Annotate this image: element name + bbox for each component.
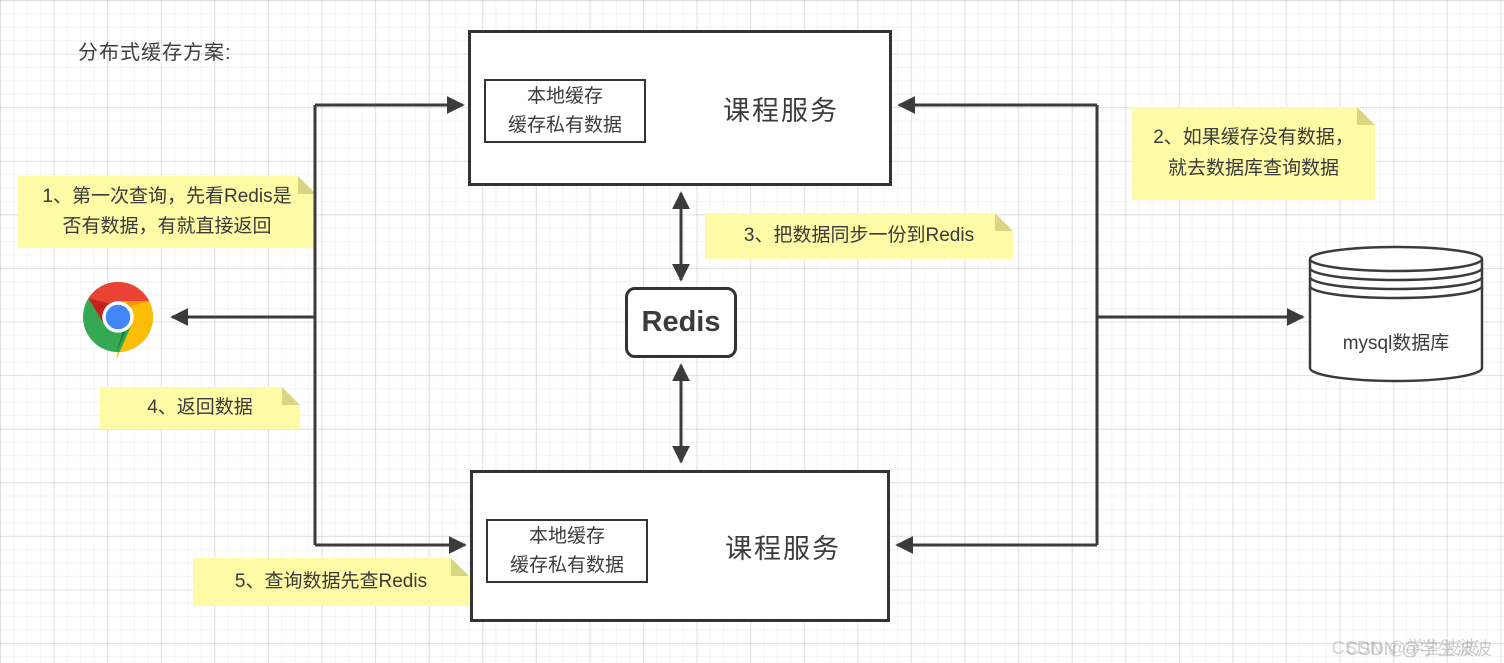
sticky-note-3: 3、把数据同步一份到Redis	[705, 213, 1013, 259]
cylinder-ring	[1308, 276, 1484, 291]
mysql-database-cylinder	[1308, 245, 1484, 383]
sticky-note-4: 4、返回数据	[100, 387, 300, 429]
course-service-bottom-label: 课程服务	[725, 533, 841, 564]
local-cache-bottom-box: 本地缓存 缓存私有数据	[486, 519, 648, 583]
course-service-bottom-box: 本地缓存 缓存私有数据 课程服务	[470, 470, 890, 622]
course-service-top-label: 课程服务	[723, 95, 839, 126]
cylinder-top	[1308, 245, 1484, 273]
cylinder-ring	[1308, 267, 1484, 282]
diagram-title: 分布式缓存方案:	[78, 42, 232, 64]
mysql-database-label: mysql数据库	[1342, 333, 1450, 354]
sticky-note-5: 5、查询数据先查Redis	[193, 558, 469, 606]
sticky-note-2-text: 2、如果缓存没有数据， 就去数据库查询数据	[1153, 127, 1354, 179]
watermark: CSDN @学生波波 CSDN @学生波波	[1252, 637, 1492, 661]
sticky-note-1-text: 1、第一次查询，先看Redis是 否有数据，有就直接返回	[42, 185, 292, 237]
cylinder-body	[1308, 259, 1484, 383]
watermark-text-shadow: CSDN @学生波波	[1331, 638, 1478, 658]
chrome-icon	[83, 282, 153, 359]
cylinder-ring	[1308, 285, 1484, 300]
sticky-note-2: 2、如果缓存没有数据， 就去数据库查询数据	[1132, 107, 1375, 200]
redis-box: Redis	[625, 287, 737, 358]
sticky-note-5-text: 5、查询数据先查Redis	[234, 570, 428, 592]
course-service-top-box: 本地缓存 缓存私有数据 课程服务	[468, 30, 892, 186]
sticky-note-4-text: 4、返回数据	[147, 396, 253, 418]
sticky-note-3-text: 3、把数据同步一份到Redis	[743, 224, 975, 246]
sticky-note-1: 1、第一次查询，先看Redis是 否有数据，有就直接返回	[18, 176, 316, 248]
watermark-text: CSDN @学生波波	[1345, 639, 1492, 659]
local-cache-top-box: 本地缓存 缓存私有数据	[484, 79, 646, 143]
